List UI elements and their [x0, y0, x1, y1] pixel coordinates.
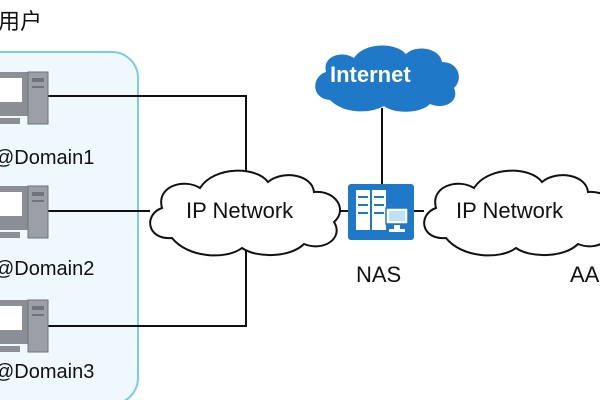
- right-network-label: IP Network: [456, 198, 564, 223]
- link-user1: [48, 95, 247, 178]
- user1-computer-icon: [0, 71, 49, 125]
- left-network-label: IP Network: [186, 198, 294, 223]
- internet-label: Internet: [330, 62, 411, 87]
- internet-cloud: [315, 45, 459, 112]
- left-network-cloud: [149, 169, 341, 257]
- user-group-title: 用户: [0, 10, 43, 35]
- right-network-cloud: [423, 169, 600, 257]
- link-user3: [48, 242, 247, 327]
- connection-lines: [48, 95, 424, 327]
- nas-label: NAS: [356, 262, 402, 287]
- aaa-label: AA: [570, 262, 600, 287]
- user1-domain-label: @Domain1: [0, 147, 95, 169]
- nas-device-icon: [348, 184, 414, 240]
- user3-computer-icon: [0, 299, 49, 353]
- user3-domain-label: @Domain3: [0, 361, 95, 383]
- user2-computer-icon: [0, 185, 49, 239]
- user2-domain-label: @Domain2: [0, 258, 95, 280]
